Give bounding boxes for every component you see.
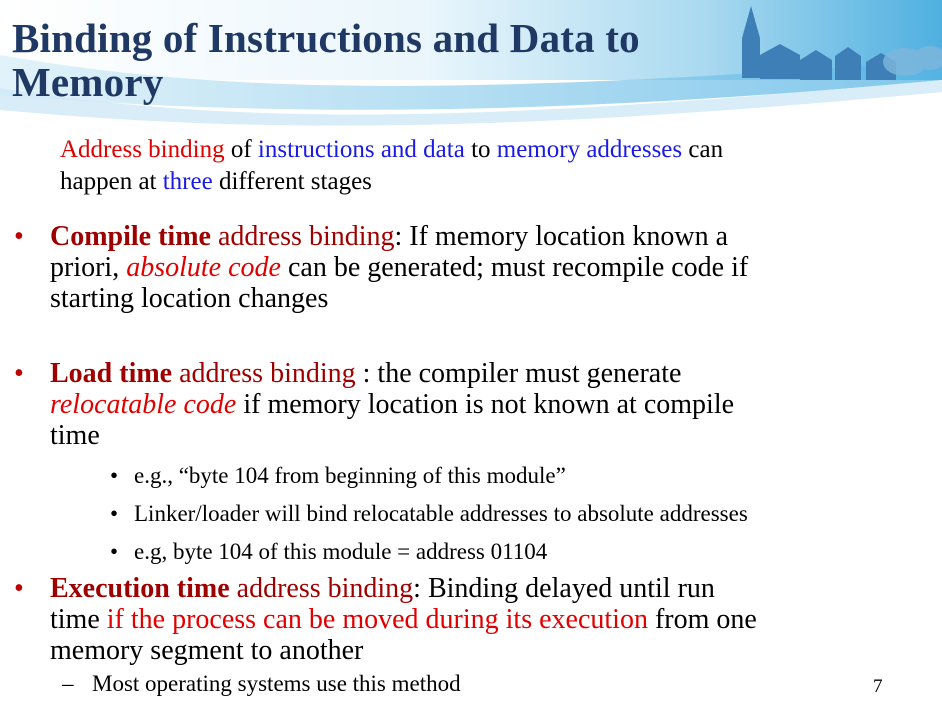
- bullet-dot: •: [14, 358, 24, 389]
- compile-text: can be generated; must recompile code if: [280, 252, 749, 283]
- intro-paragraph: Address binding of instructions and data…: [60, 134, 920, 198]
- load-text: time: [50, 420, 100, 451]
- sub-bullet-dot: •: [110, 539, 119, 564]
- compile-time-term: Compile time: [50, 221, 211, 252]
- bullet-dot: •: [14, 221, 24, 252]
- absolute-code-text: absolute code: [126, 252, 281, 283]
- title-line-1: Binding of Instructions and Data to: [12, 15, 640, 61]
- sub-bullet-text: e.g., “byte 104 from beginning of this m…: [134, 463, 566, 488]
- intro-text: to: [464, 136, 497, 163]
- intro-instructions-data: instructions and data: [257, 136, 465, 163]
- exec-text: from one: [647, 604, 757, 635]
- compile-text: : If memory location known a: [394, 221, 729, 252]
- intro-text: happen at: [60, 168, 163, 195]
- header-banner: [0, 0, 942, 126]
- intro-text: different stages: [212, 168, 372, 195]
- sub-bullet-dot: •: [110, 501, 119, 526]
- intro-text: can: [682, 136, 724, 163]
- exec-text: time: [50, 604, 107, 635]
- address-binding-text: address binding: [229, 573, 414, 604]
- compile-text: priori,: [50, 252, 127, 283]
- intro-address-binding: Address binding: [60, 136, 225, 163]
- intro-memory-addresses: memory addresses: [496, 136, 683, 163]
- sub-bullet-dot: •: [110, 463, 119, 488]
- sub-bullet-text: Linker/loader will bind relocatable addr…: [134, 501, 748, 526]
- dash-marker: –: [62, 671, 74, 696]
- address-binding-text: address binding: [172, 358, 356, 389]
- intro-three: three: [162, 168, 213, 195]
- execution-time-term: Execution time: [50, 573, 230, 604]
- page-number: 7: [873, 676, 883, 697]
- sub-dash-text: Most operating systems use this method: [92, 671, 461, 696]
- process-moved-text: if the process can be moved during its e…: [106, 604, 648, 635]
- exec-text: : Binding delayed until run: [413, 573, 715, 604]
- sub-bullet-text: e.g, byte 104 of this module = address 0…: [134, 539, 548, 564]
- compile-text: starting location changes: [50, 283, 329, 314]
- relocatable-code-text: relocatable code: [50, 389, 237, 420]
- address-binding-text: address binding: [210, 221, 395, 252]
- load-text: : the compiler must generate: [355, 358, 682, 389]
- bullet-dot: •: [14, 573, 24, 604]
- exec-text: memory segment to another: [50, 635, 364, 666]
- load-text: if memory location is not known at compi…: [236, 389, 735, 420]
- town-silhouette: [742, 6, 896, 80]
- load-time-term: Load time: [50, 358, 173, 389]
- intro-text: of: [224, 136, 258, 163]
- title-line-2: Memory: [12, 59, 164, 105]
